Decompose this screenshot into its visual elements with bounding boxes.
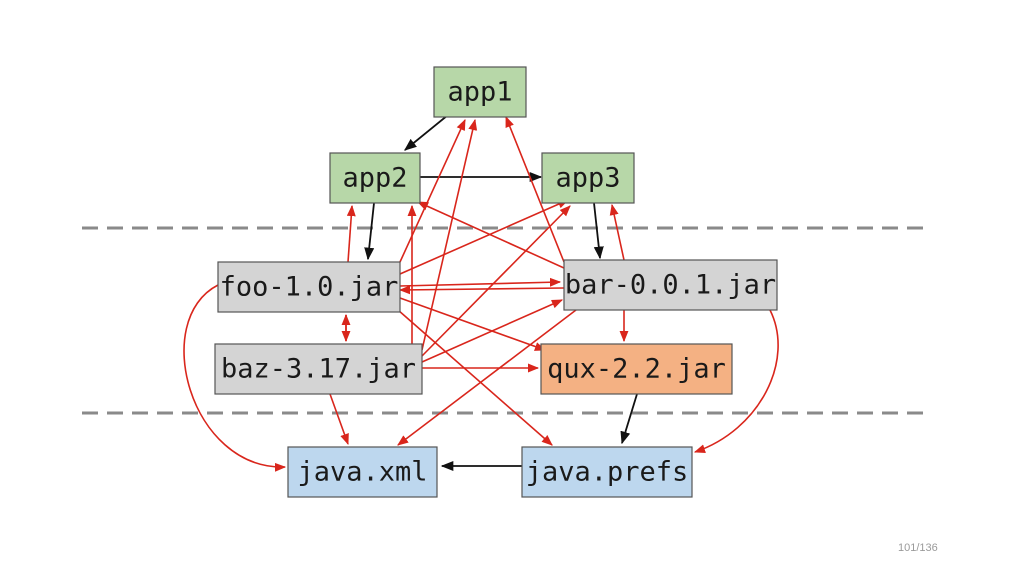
edge-app2-to-foo [364,202,375,261]
node-qux: qux-2.2.jar [540,343,733,395]
edge-foo-to-bar [399,277,562,287]
node-javaxml: java.xml [287,446,438,498]
node-label-bar: bar-0.0.1.jar [565,270,776,301]
edge-foo-to-app3 [399,199,570,275]
edge-bar-to-app1 [505,115,565,263]
node-app3: app3 [541,152,635,204]
edges [183,114,779,472]
node-baz: baz-3.17.jar [214,343,423,395]
node-app2: app2 [329,152,421,204]
node-app1: app1 [433,66,527,118]
edge-foo-to-javaxml [183,284,287,472]
node-label-javaprefs: java.prefs [526,457,689,488]
node-label-javaxml: java.xml [297,457,427,488]
edge-app1-to-app2 [404,114,449,151]
node-box-qux [540,343,733,395]
edge-baz-to-bar [421,299,564,363]
node-label-app3: app3 [555,163,620,194]
node-label-app1: app1 [447,77,512,108]
edge-bar-to-javaxml [397,309,577,446]
edge-bar-to-app2 [416,201,565,269]
node-label-baz: baz-3.17.jar [221,354,416,385]
edge-bar-to-app3 [609,203,625,261]
edge-foo-to-app1 [399,118,466,263]
node-label-qux: qux-2.2.jar [547,354,726,385]
node-box-app1 [433,66,527,118]
node-javaprefs: java.prefs [521,446,693,498]
edge-foo-to-qux [399,297,547,351]
node-label-foo: foo-1.0.jar [220,272,399,303]
edge-baz-to-app1 [421,118,478,351]
edge-baz-to-app3 [421,205,571,357]
edge-bar-to-foo [398,285,565,295]
node-box-javaprefs [521,446,693,498]
edge-baz-to-javaxml [329,393,349,446]
node-box-bar [563,259,778,311]
edge-bar-to-javaprefs [693,309,779,454]
node-foo: foo-1.0.jar [217,261,401,313]
edge-foo-to-javaprefs [397,309,553,446]
node-box-app2 [329,152,421,204]
nodes: app1 app2 app3 foo-1.0.jar bar-0.0.1.jar baz-… [214,66,778,498]
node-box-foo [217,261,401,313]
node-box-baz [214,343,423,395]
edge-app3-to-bar [593,202,604,260]
node-label-app2: app2 [342,163,407,194]
edge-foo-to-app2 [346,204,356,263]
node-box-app3 [541,152,635,204]
node-box-javaxml [287,446,438,498]
node-bar: bar-0.0.1.jar [563,259,778,311]
page-number: 101/136 [898,542,938,554]
edge-qux-to-javaprefs [620,393,638,445]
